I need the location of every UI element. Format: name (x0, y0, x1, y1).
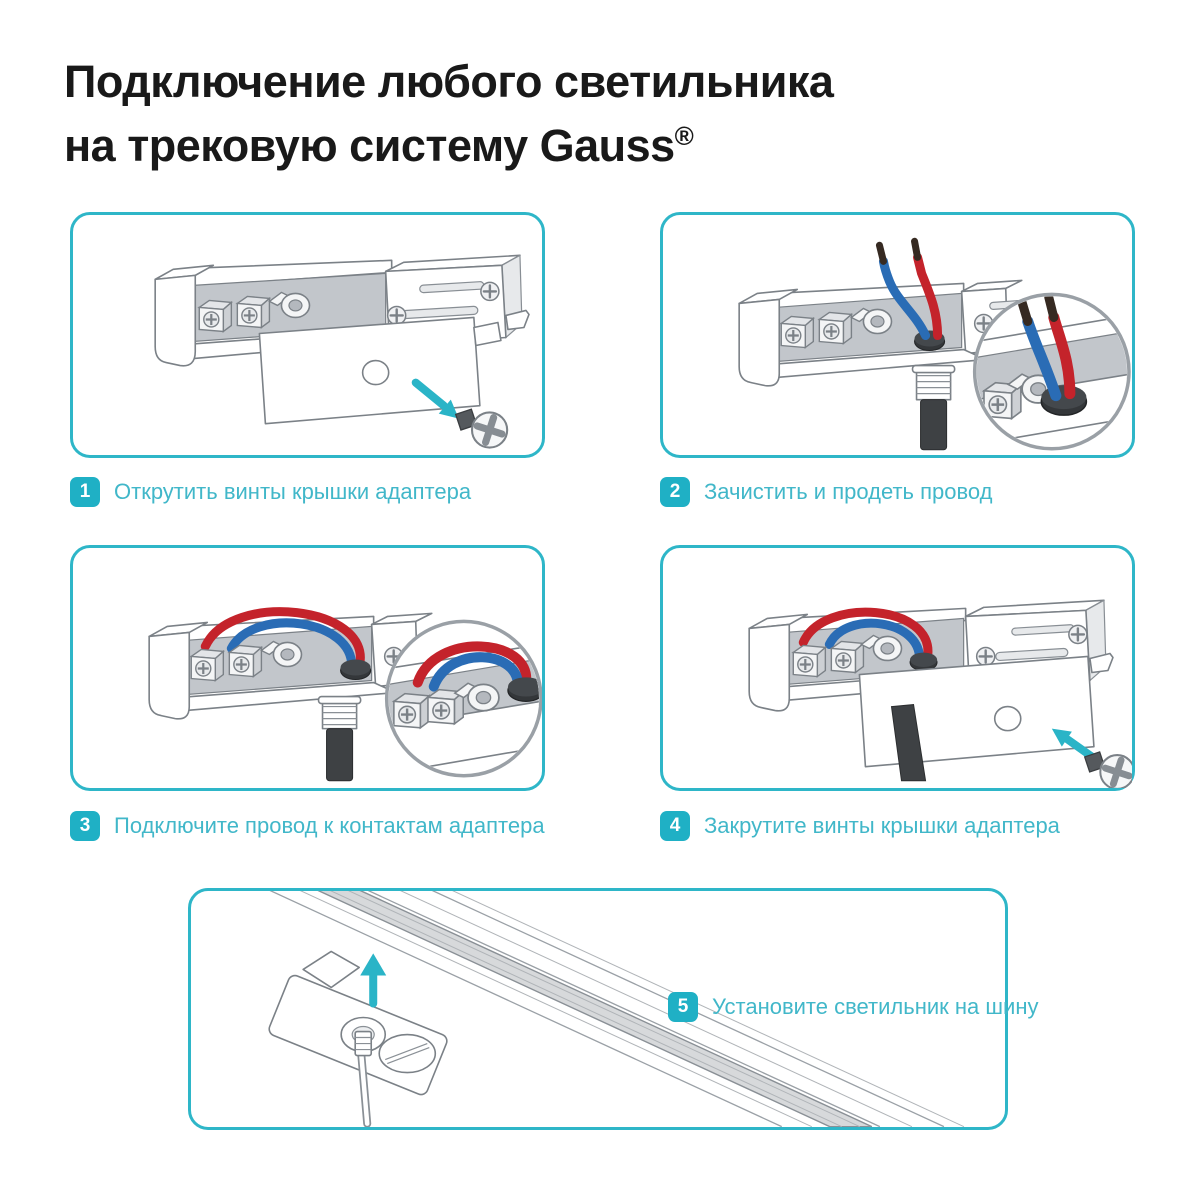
screw-icon (1085, 752, 1132, 788)
step-4-illustration cover-closing-icon (748, 599, 1132, 788)
step-3-caption: 3 Подключите провод к контактам адаптера (70, 811, 545, 841)
connected-wires-icon (200, 607, 365, 674)
track-rail (269, 891, 965, 1127)
step-4-caption: 4 Закрутите винты крышки адаптера (660, 811, 1060, 841)
magnifier-detail (972, 292, 1131, 451)
step-5-label: Установите светильник на шину (712, 994, 1039, 1019)
threaded-stem-icon (317, 695, 362, 730)
screw-icon (456, 409, 507, 447)
step-2-caption: 2 Зачистить и продеть провод (660, 477, 993, 507)
title-line-1: Подключение любого светильника (64, 56, 834, 107)
power-cable (890, 704, 927, 782)
step-1-caption: 1 Открутить винты крышки адаптера (70, 477, 471, 507)
title-line-2: на трековую систему Gauss (64, 120, 675, 171)
step-1-badge: 1 (70, 477, 100, 507)
registered-trademark: ® (674, 121, 694, 151)
step-3-label: Подключите провод к контактам адаптера (114, 813, 545, 838)
step-2-label: Зачистить и продеть провод (704, 479, 993, 504)
page-title: Подключение любого светильника на треков… (64, 54, 834, 173)
unscrew-arrow-icon (411, 378, 459, 419)
connected-wires-icon (798, 607, 933, 665)
step-5-panel: 5 Установите светильник на шину (188, 888, 1038, 1130)
magnifier-detail (384, 619, 542, 778)
adapter-cover (258, 316, 502, 425)
step-2-illustration wires-threaded-icon (738, 237, 1131, 451)
step-5-caption: 5 Установите светильник на шину (668, 992, 1038, 1022)
step-4-badge: 4 (660, 811, 690, 841)
step-2-panel (660, 212, 1135, 458)
threaded-stem-icon (911, 364, 956, 401)
step-5-badge: 5 (668, 992, 698, 1022)
step-2-badge: 2 (660, 477, 690, 507)
step-3-illustration wires-connected-icon (148, 607, 542, 782)
step-4-label: Закрутите винты крышки адаптера (704, 813, 1060, 838)
step-5-illustration track-mounting-icon (268, 891, 965, 1127)
step-1-panel (70, 212, 545, 458)
stripped-wires-icon (875, 237, 943, 341)
power-cable (326, 728, 354, 782)
screw-in-arrow-icon (1051, 728, 1096, 761)
mount-up-arrow-icon (360, 953, 387, 1008)
step-1-label: Открутить винты крышки адаптера (114, 479, 472, 504)
step-3-panel (70, 545, 545, 791)
step-4-panel (660, 545, 1135, 791)
step-1-illustration adapter-open-icon (154, 254, 530, 455)
step-3-badge: 3 (70, 811, 100, 841)
power-cable (920, 399, 948, 451)
adapter-on-cable (268, 950, 448, 1127)
